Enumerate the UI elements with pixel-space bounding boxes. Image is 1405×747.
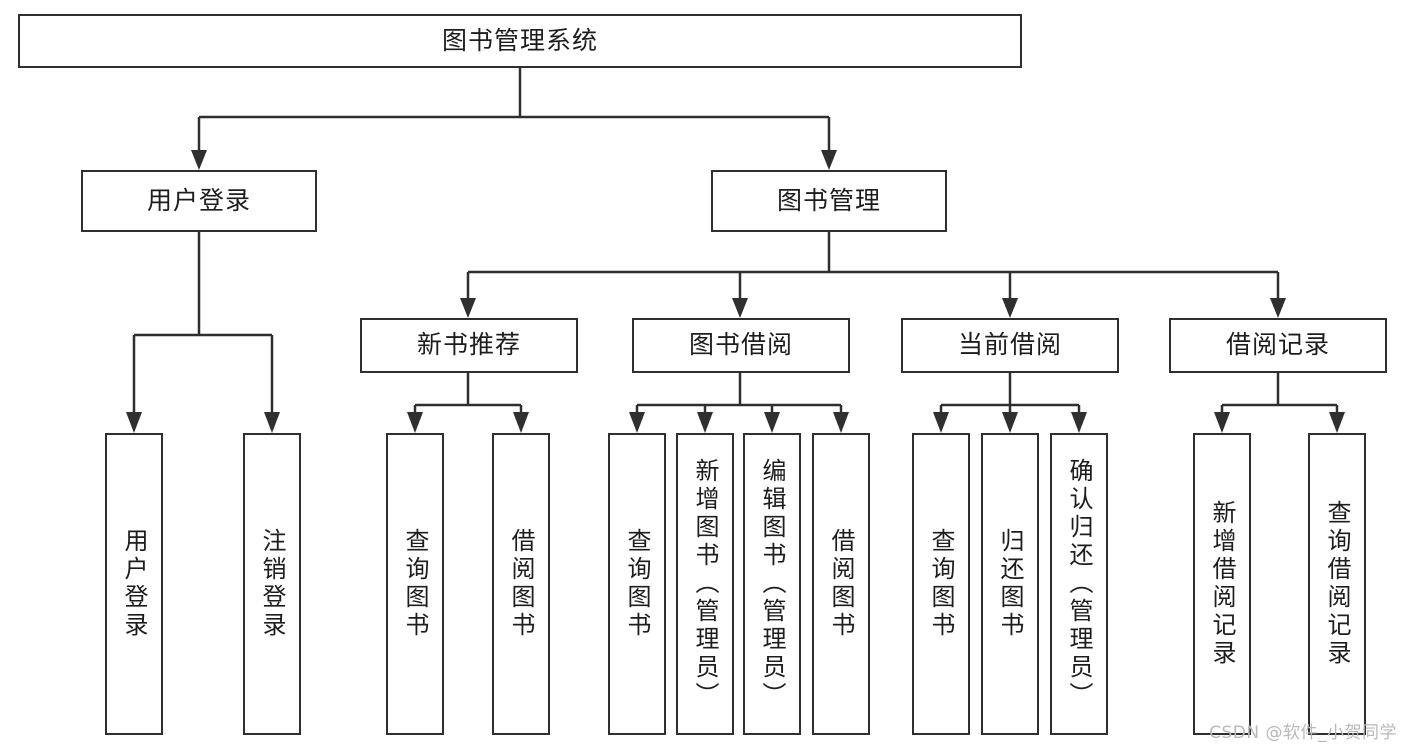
node-label: 图书管理 <box>776 185 881 215</box>
node-label: 新增图书（管理员） <box>691 458 719 710</box>
leaf-new-book-query[interactable]: 查询图书 <box>386 433 444 735</box>
node-label: 图书管理系统 <box>441 25 598 55</box>
node-label: 借阅图书 <box>507 528 535 640</box>
node-label: 借阅图书 <box>827 528 855 640</box>
node-new-book-recommend[interactable]: 新书推荐 <box>360 318 578 373</box>
leaf-current-query-book[interactable]: 查询图书 <box>912 433 970 735</box>
node-user-login[interactable]: 用户登录 <box>81 170 317 232</box>
node-current-borrow[interactable]: 当前借阅 <box>901 318 1119 373</box>
leaf-record-add-record[interactable]: 新增借阅记录 <box>1193 433 1251 735</box>
leaf-record-query-record[interactable]: 查询借阅记录 <box>1308 433 1366 735</box>
leaf-current-return-book[interactable]: 归还图书 <box>981 433 1039 735</box>
watermark: CSDN @软件_小贺同学 <box>1209 723 1397 743</box>
node-label: 查询借阅记录 <box>1323 500 1351 668</box>
leaf-borrow-edit-book-admin[interactable]: 编辑图书（管理员） <box>743 433 801 735</box>
node-label: 编辑图书（管理员） <box>758 458 786 710</box>
node-book-borrow[interactable]: 图书借阅 <box>632 318 850 373</box>
node-label: 新书推荐 <box>416 330 521 360</box>
node-label: 查询图书 <box>927 528 955 640</box>
node-root-system[interactable]: 图书管理系统 <box>18 14 1022 68</box>
node-label: 注销登录 <box>258 528 286 640</box>
node-label: 用户登录 <box>146 185 251 215</box>
leaf-user-login-login[interactable]: 用户登录 <box>105 433 163 735</box>
leaf-borrow-borrow-book[interactable]: 借阅图书 <box>812 433 870 735</box>
node-label: 借阅记录 <box>1225 330 1330 360</box>
node-label: 当前借阅 <box>957 330 1062 360</box>
node-label: 用户登录 <box>120 528 148 640</box>
leaf-current-confirm-return-admin[interactable]: 确认归还（管理员） <box>1050 433 1108 735</box>
leaf-borrow-add-book-admin[interactable]: 新增图书（管理员） <box>676 433 734 735</box>
node-label: 归还图书 <box>996 528 1024 640</box>
node-borrow-record[interactable]: 借阅记录 <box>1169 318 1387 373</box>
node-book-management[interactable]: 图书管理 <box>711 170 947 232</box>
node-label: 新增借阅记录 <box>1208 500 1236 668</box>
node-label: 查询图书 <box>623 528 651 640</box>
node-label: 确认归还（管理员） <box>1065 458 1093 710</box>
leaf-borrow-query-book[interactable]: 查询图书 <box>608 433 666 735</box>
leaf-user-login-logout[interactable]: 注销登录 <box>243 433 301 735</box>
node-label: 图书借阅 <box>688 330 793 360</box>
node-label: 查询图书 <box>401 528 429 640</box>
leaf-new-book-borrow[interactable]: 借阅图书 <box>492 433 550 735</box>
